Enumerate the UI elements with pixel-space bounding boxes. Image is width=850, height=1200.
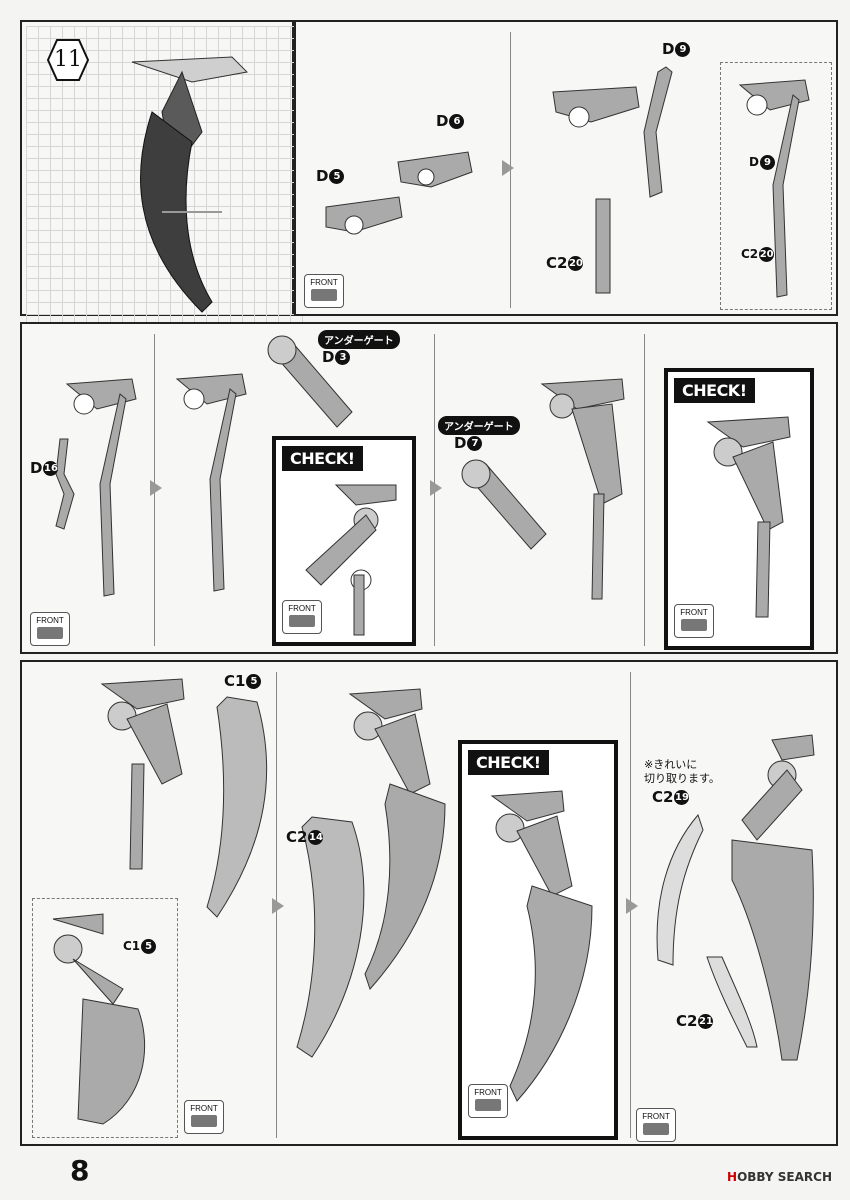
panel-divider [644,334,645,646]
check-box-1: CHECK! FRONT [272,436,416,646]
check-header: CHECK! [674,378,755,403]
part-leg-upper-1 [100,678,185,870]
part-d9 [643,66,673,198]
check-detail-1 [305,484,397,636]
front-indicator: FRONT [282,600,322,634]
part-assembly-1 [65,378,137,597]
part-leg-assembly-2 [348,688,446,990]
step-arrow [272,898,284,914]
leg-silhouette [131,56,249,313]
check-box-2: CHECK! FRONT [664,368,814,650]
front-indicator: FRONT [304,274,344,308]
under-gate-tag: アンダーゲート [438,416,520,435]
front-indicator: FRONT [636,1108,676,1142]
check-detail-2 [706,416,791,618]
brand-mark: HOBBY SEARCH [727,1170,832,1184]
front-indicator: FRONT [468,1084,508,1118]
step-panel-left: 11 [20,20,312,336]
under-gate-tag: アンダーゲート [318,330,400,349]
part-c21 [706,956,758,1048]
part-assembly-2 [175,373,247,592]
page-number: 8 [70,1154,90,1187]
check-box-3: CHECK! FRONT [458,740,618,1140]
detail-c15-assembly [52,913,145,1125]
check-header: CHECK! [282,446,363,471]
part-d16 [55,438,75,530]
part-d3 [267,335,353,428]
part-d5 [325,196,403,235]
step-arrow [626,898,638,914]
part-d9-base [552,86,640,128]
check-detail-3 [490,790,593,1102]
check-header: CHECK! [468,750,549,775]
front-indicator: FRONT [30,612,70,646]
step-arrow [502,160,514,176]
front-indicator: FRONT [674,604,714,638]
cut-note: ※きれいに切り取ります。 [644,758,720,785]
part-c15 [206,696,268,918]
detail-d9-assembly [738,79,810,298]
step-arrow [430,480,442,496]
step-number: 11 [54,47,82,72]
part-c19 [656,814,704,966]
part-c20 [595,198,611,294]
step-arrow [150,480,162,496]
step-number-badge [46,39,90,81]
front-indicator: FRONT [184,1100,224,1134]
part-d6 [397,151,473,188]
part-leg-final [731,734,815,1061]
part-c14 [296,816,365,1058]
part-d7 [461,459,547,550]
part-assembly-3 [540,378,625,600]
